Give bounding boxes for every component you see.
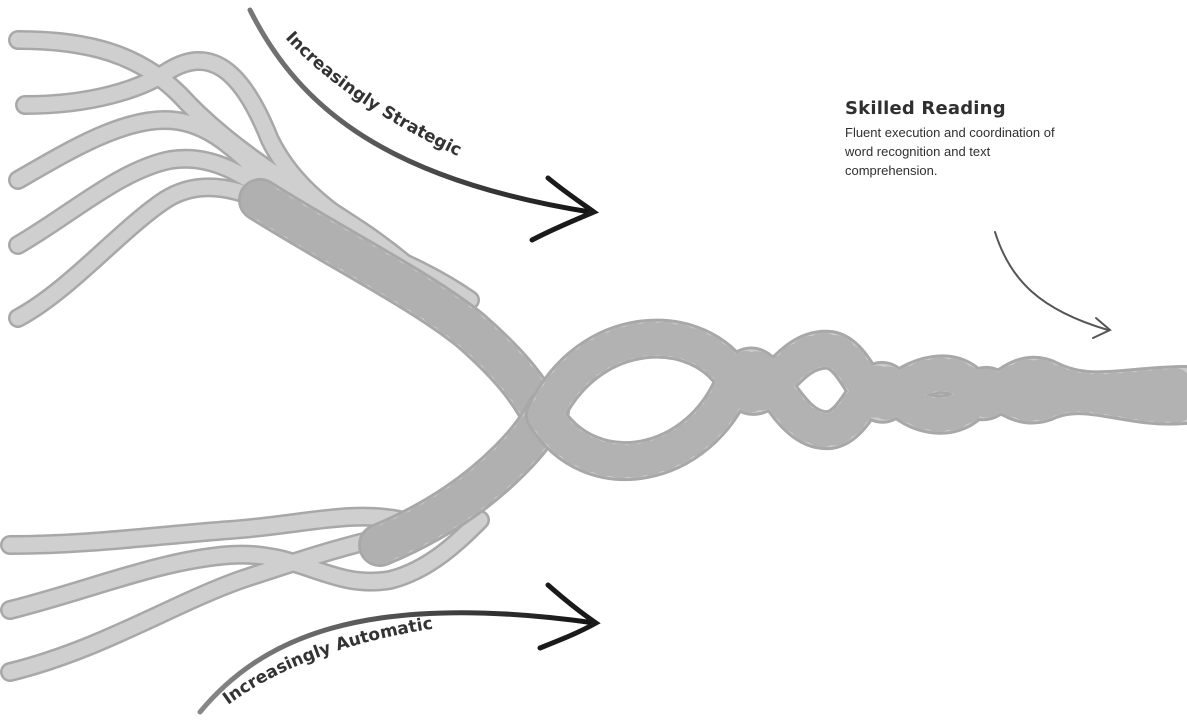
upper-rope — [238, 178, 567, 442]
automatic-arrow-shaft — [197, 610, 598, 715]
skilled-reading-pointer — [994, 231, 1112, 339]
skilled-reading-description: Fluent execution and coordination of wor… — [845, 125, 1055, 178]
lower-strands — [0, 506, 490, 682]
skilled-reading-title: Skilled Reading — [845, 98, 1006, 119]
lower-rope — [358, 388, 570, 567]
automatic-arrow-head — [537, 582, 601, 651]
strategic-arrow-head — [529, 175, 600, 243]
automatic-arrow: Increasingly Automatic — [197, 582, 601, 715]
braided-rope — [525, 318, 1187, 481]
skilled-reading-callout: Skilled Reading Fluent execution and coo… — [845, 98, 1055, 180]
strategic-arrow-shaft — [247, 7, 593, 215]
